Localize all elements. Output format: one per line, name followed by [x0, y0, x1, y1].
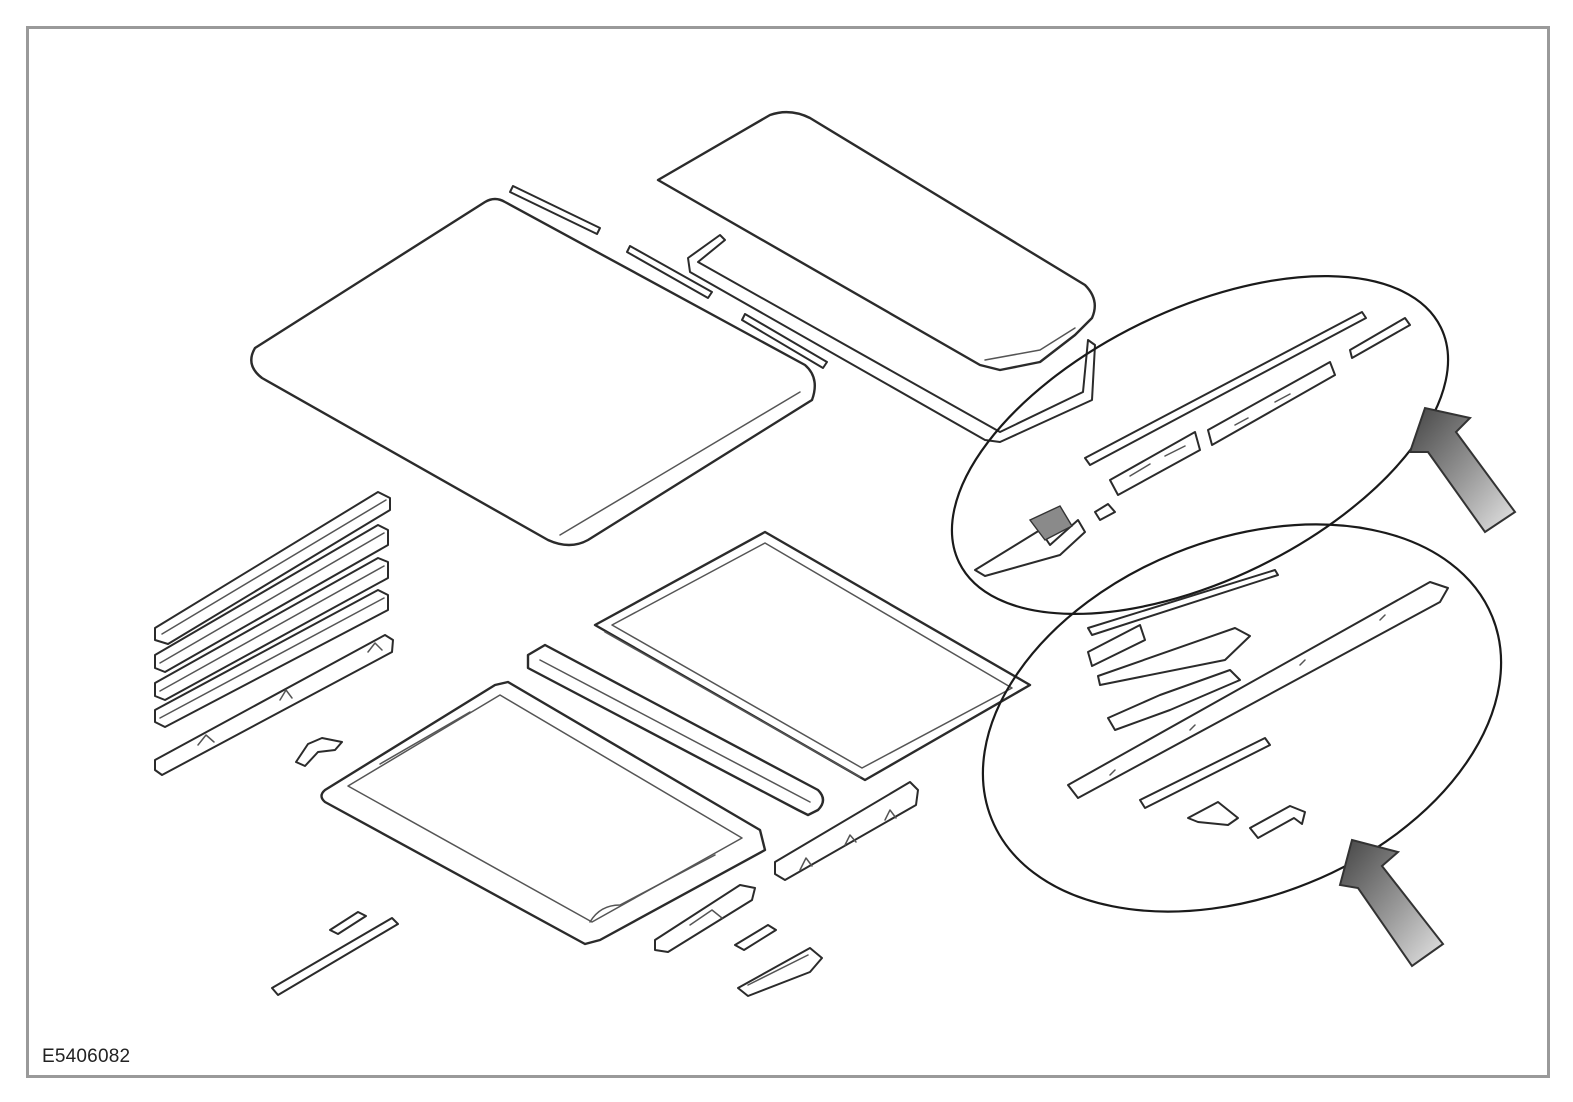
small-clip: [295, 737, 343, 767]
sunshade-blind: [320, 680, 767, 946]
bottom-small-parts: [271, 884, 823, 997]
glass-trim-strips: [509, 185, 828, 369]
pointer-arrow-upper: [1408, 406, 1517, 534]
center-cross-member: [526, 643, 825, 817]
front-bracket-rail: [154, 634, 394, 776]
front-glass-panel: [250, 197, 816, 547]
rear-glass-panel: [656, 110, 1096, 372]
figure-reference-code: E5406082: [42, 1046, 131, 1067]
rear-panel-seal: [687, 234, 1096, 443]
sunroof-frame-glass: [593, 530, 1032, 782]
left-deflector-rails: [154, 491, 391, 728]
pointer-arrow-lower: [1338, 838, 1445, 968]
front-lower-rail: [774, 781, 919, 881]
highlighted-group-upper: [950, 275, 1450, 615]
highlighted-group-lower: [981, 523, 1503, 913]
